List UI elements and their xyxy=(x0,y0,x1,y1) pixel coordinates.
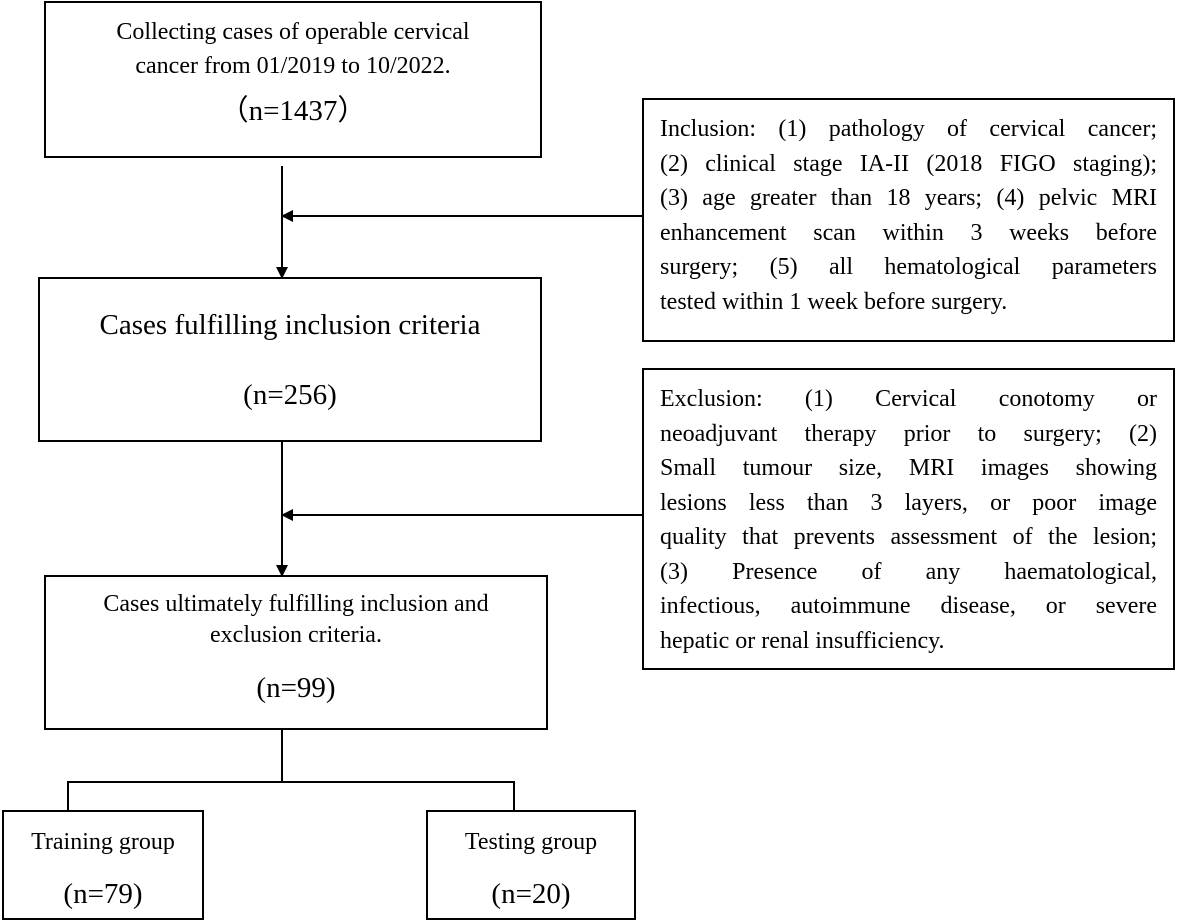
testing-group-box: Testing group (n=20) xyxy=(426,810,636,920)
collecting-line-2: cancer from 01/2019 to 10/2022. xyxy=(135,53,451,79)
inclusion-criteria-box: Inclusion: (1) pathology of cervical can… xyxy=(642,98,1175,342)
training-group-count: (n=79) xyxy=(63,878,143,910)
final-step-count: (n=99) xyxy=(256,672,336,704)
training-group-label: Training group xyxy=(31,829,175,855)
inclusion-criteria-line: (3) age greater than 18 years; (4) pelvi… xyxy=(660,185,1157,211)
inclusion-step-count: (n=256) xyxy=(243,379,337,411)
inclusion-step-box: Cases fulfilling inclusion criteria (n=2… xyxy=(38,277,542,442)
collecting-cases-box: Collecting cases of operable cervical ca… xyxy=(44,1,542,158)
inclusion-criteria-line: surgery; (5) all hematological parameter… xyxy=(660,254,1157,280)
collecting-line-1: Collecting cases of operable cervical xyxy=(116,19,470,45)
inclusion-criteria-line: (2) clinical stage IA-II (2018 FIGO stag… xyxy=(660,150,1157,177)
exclusion-criteria-line: (3) Presence of any haematological, xyxy=(660,558,1157,585)
final-step-line-1: Cases ultimately fulfilling inclusion an… xyxy=(103,591,489,617)
inclusion-criteria-line: tested within 1 week before surgery. xyxy=(660,288,1008,315)
exclusion-criteria-line: hepatic or renal insufficiency. xyxy=(660,627,945,654)
exclusion-criteria-line: quality that prevents assessment of the … xyxy=(660,524,1157,550)
collecting-count: （n=1437） xyxy=(219,95,367,127)
training-group-box: Training group (n=79) xyxy=(2,810,204,920)
exclusion-criteria-line: infectious, autoimmune disease, or sever… xyxy=(660,593,1157,619)
exclusion-criteria-line: neoadjuvant therapy prior to surgery; (2… xyxy=(660,420,1157,447)
exclusion-criteria-box: Exclusion: (1) Cervical conotomy or neoa… xyxy=(642,368,1175,670)
inclusion-step-title: Cases fulfilling inclusion criteria xyxy=(99,309,481,341)
final-step-line-2: exclusion criteria. xyxy=(210,622,382,648)
exclusion-criteria-line: Small tumour size, MRI images showing xyxy=(660,455,1157,481)
exclusion-criteria-line: Exclusion: (1) Cervical conotomy or xyxy=(660,386,1157,412)
inclusion-criteria-line: Inclusion: (1) pathology of cervical can… xyxy=(660,116,1157,142)
exclusion-criteria-line: lesions less than 3 layers, or poor imag… xyxy=(660,489,1157,516)
final-step-box: Cases ultimately fulfilling inclusion an… xyxy=(44,575,548,730)
testing-group-count: (n=20) xyxy=(491,878,571,910)
inclusion-criteria-line: enhancement scan within 3 weeks before xyxy=(660,219,1157,246)
testing-group-label: Testing group xyxy=(464,829,598,855)
